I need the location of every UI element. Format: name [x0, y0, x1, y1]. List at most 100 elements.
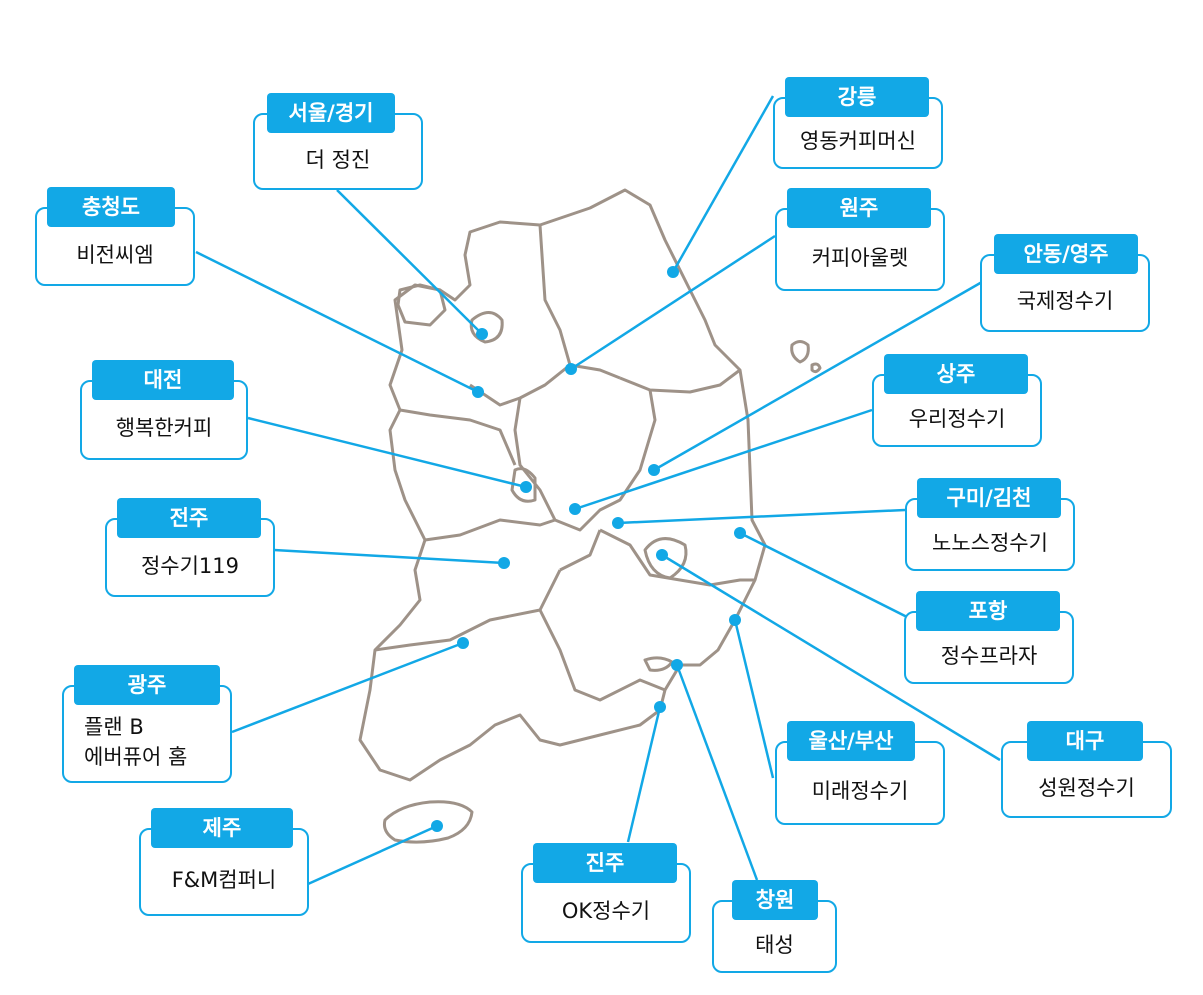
jeju-island: [383, 800, 474, 844]
shop-name: 정수프라자: [940, 643, 1038, 668]
namhae-island: [643, 656, 674, 672]
border-seoul: [469, 311, 504, 344]
border-gangwon: [538, 224, 572, 366]
line-gangneung: [671, 95, 775, 273]
dot-gumi: [612, 517, 624, 529]
card-daejeon[interactable]: 행복한커피 대전: [80, 360, 248, 460]
dokdo-small: [810, 362, 822, 374]
card-pohang[interactable]: 정수프라자 포항: [904, 591, 1074, 684]
card-andong[interactable]: 국제정수기 안동/영주: [980, 234, 1150, 332]
card-sangju[interactable]: 우리정수기 상주: [872, 354, 1042, 447]
island-west: [396, 283, 447, 327]
dot-daegu: [656, 549, 668, 561]
card-gwangju[interactable]: 플랜 B 에버퓨어 홈 광주: [62, 665, 232, 783]
shop-name: 정수기119: [140, 553, 240, 578]
region-tab: 포항: [916, 591, 1060, 631]
dot-changwon: [671, 659, 683, 671]
line-sangju: [574, 408, 873, 511]
region-tab: 광주: [74, 665, 220, 705]
region-tab: 강릉: [785, 77, 929, 117]
border-chungbuk: [513, 389, 657, 532]
region-tab: 상주: [884, 354, 1028, 394]
line-andong: [653, 280, 983, 472]
shop-name: 우리정수기: [908, 406, 1006, 431]
card-gumi[interactable]: 노노스정수기 구미/김천: [905, 478, 1075, 571]
dot-daejeon: [520, 481, 532, 493]
card-gangneung[interactable]: 영동커피머신 강릉: [773, 77, 943, 169]
dot-gwangju: [457, 637, 469, 649]
dot-jeonju: [498, 557, 510, 569]
shop-name: 영동커피머신: [800, 129, 916, 153]
card-jinju[interactable]: OK정수기 진주: [521, 843, 691, 943]
line-chungcheong: [195, 250, 479, 394]
border-gyeonggi: [469, 363, 621, 407]
card-ulsan[interactable]: 미래정수기 울산/부산: [775, 721, 945, 825]
region-tab: 대전: [92, 360, 234, 400]
line-daegu: [661, 553, 1001, 762]
border-gangwon-south: [619, 368, 741, 394]
line-pohang: [739, 531, 918, 624]
location-dots: [431, 266, 746, 832]
line-gumi: [617, 508, 906, 525]
line-ulsan: [733, 619, 775, 779]
line-jinju: [626, 706, 662, 843]
dot-andong: [648, 464, 660, 476]
line-wonju: [570, 234, 776, 371]
card-jeonju[interactable]: 정수기119 전주: [105, 498, 275, 597]
shop-name-line1: 플랜 B: [84, 715, 144, 739]
region-tab: 창원: [732, 880, 818, 920]
shop-name: 행복한커피: [115, 416, 213, 440]
ulleungdo: [790, 340, 810, 364]
border-jeolla: [424, 518, 556, 542]
line-jeju: [307, 824, 438, 886]
region-tab: 대구: [1027, 721, 1143, 761]
border-daegu: [643, 537, 688, 580]
map-outlines: [358, 188, 822, 844]
dot-seoul: [476, 328, 488, 340]
shop-name: 태성: [755, 932, 794, 957]
shop-name: 성원정수기: [1038, 775, 1135, 800]
border-gyeongnam: [538, 529, 666, 702]
shop-name: F&M컴퍼니: [171, 868, 277, 892]
shop-name: 비전씨엠: [76, 242, 154, 267]
shop-name-line2: 에버퓨어 홈: [84, 745, 188, 769]
shop-name: 노노스정수기: [932, 530, 1048, 555]
dot-pohang: [734, 527, 746, 539]
line-seoul: [336, 189, 483, 335]
border-gyeongbuk: [599, 528, 755, 587]
dot-chungcheong: [472, 386, 484, 398]
dot-jeju: [431, 820, 443, 832]
region-tab: 원주: [787, 188, 931, 228]
region-tab: 전주: [117, 498, 261, 538]
region-tab: 진주: [533, 843, 677, 883]
mainland-outline: [358, 188, 767, 782]
dot-jinju: [654, 701, 666, 713]
card-daegu[interactable]: 성원정수기 대구: [1001, 721, 1172, 818]
region-tab: 제주: [151, 808, 293, 848]
card-seoul[interactable]: 더 정진 서울/경기: [253, 93, 423, 190]
dot-wonju: [565, 363, 577, 375]
card-chungcheong[interactable]: 비전씨엠 충청도: [35, 187, 195, 286]
line-daejeon: [247, 416, 527, 489]
region-tab: 충청도: [47, 187, 175, 227]
line-changwon: [675, 664, 759, 881]
dot-gangneung: [667, 266, 679, 278]
dot-sangju: [569, 503, 581, 515]
dot-ulsan: [729, 614, 741, 626]
shop-name: 미래정수기: [811, 779, 909, 803]
connector-lines: [195, 95, 1001, 886]
line-jeonju: [273, 548, 505, 565]
region-tab: 서울/경기: [267, 93, 395, 133]
shop-name: OK정수기: [561, 899, 651, 923]
region-tab: 안동/영주: [994, 234, 1138, 274]
line-gwangju: [231, 641, 464, 734]
border-jeolla-south: [374, 569, 562, 652]
region-tab: 울산/부산: [787, 721, 915, 761]
shop-name: 국제정수기: [1016, 289, 1114, 313]
region-tab: 구미/김천: [917, 478, 1061, 518]
card-jeju[interactable]: F&M컴퍼니 제주: [139, 808, 309, 916]
card-wonju[interactable]: 커피아울렛 원주: [775, 188, 945, 291]
shop-name: 더 정진: [305, 147, 371, 172]
card-changwon[interactable]: 태성 창원: [712, 880, 837, 973]
